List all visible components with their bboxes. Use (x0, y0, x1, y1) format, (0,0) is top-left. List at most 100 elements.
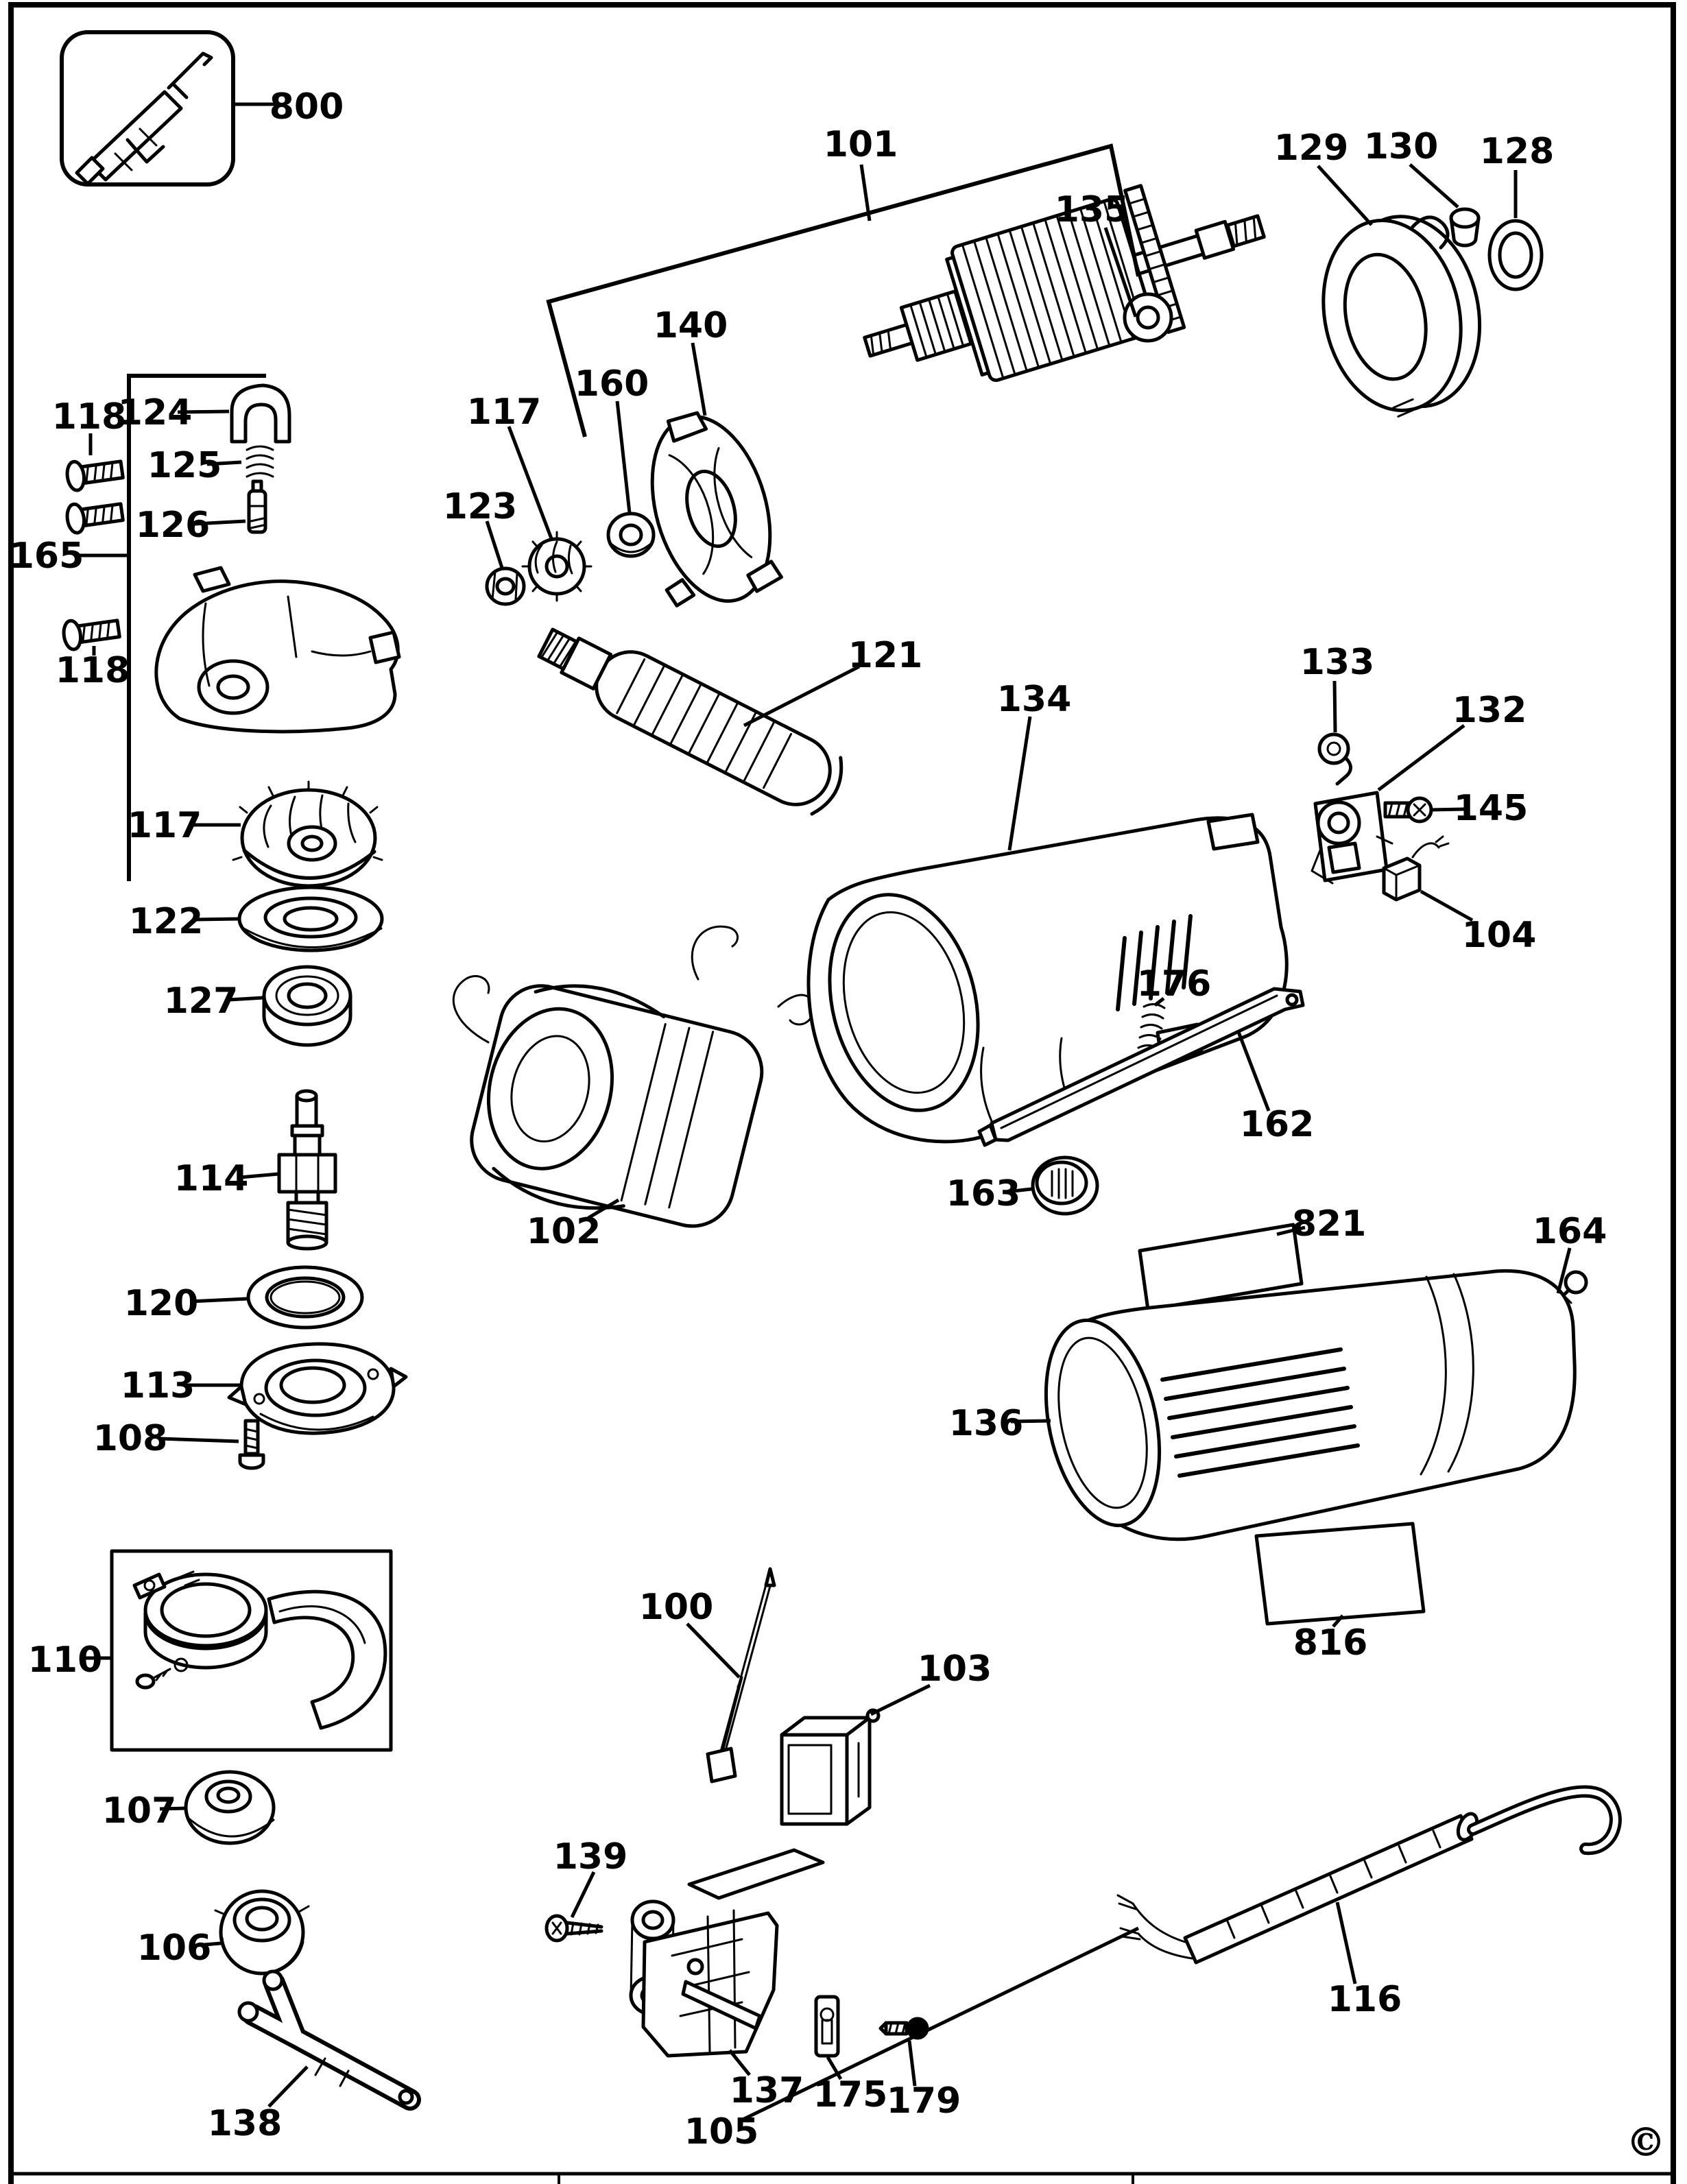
part-ref-816-36: 816 (1293, 1614, 1367, 1664)
part-ref-164-34: 164 (1533, 1211, 1607, 1294)
part-113-bearing-flange (227, 1342, 408, 1435)
part-number-160-13: 160 (575, 363, 649, 405)
leader-line-129-3 (1317, 165, 1373, 226)
part-ref-105-48: 105 (684, 1926, 1140, 2152)
part-132-brush-holder (1311, 791, 1393, 885)
leader-line-107-38 (159, 1806, 187, 1811)
part-ref-139-40: 139 (553, 1836, 627, 1919)
part-116-cord-protector (1183, 1812, 1479, 1965)
part-number-103-43: 103 (918, 1648, 992, 1690)
part-130-cap (1449, 207, 1481, 248)
part-number-132-19: 132 (1452, 690, 1527, 731)
leader-line-123-15 (485, 520, 504, 568)
leader-line-101-1 (859, 164, 872, 221)
part-122-clamp-washer (237, 885, 384, 952)
part-139-screw (545, 1914, 603, 1943)
leader-line-134-17 (1007, 716, 1032, 851)
part-ref-136-35: 136 (949, 1403, 1051, 1444)
part-number-105-48: 105 (684, 2111, 759, 2152)
part-101-armature (863, 184, 1266, 383)
part-ref-132-19: 132 (1377, 690, 1527, 791)
part-number-101-1: 101 (824, 124, 898, 165)
part-ref-113-28: 113 (121, 1365, 240, 1406)
leader-line-130-4 (1409, 163, 1459, 208)
part-number-100-42: 100 (639, 1587, 714, 1628)
part-number-176-30: 176 (1137, 963, 1212, 1005)
part-number-104-21: 104 (1462, 915, 1537, 956)
copyright-mark: © (1626, 2119, 1666, 2165)
part-ref-110-37: 110 (28, 1640, 110, 1681)
part-number-135-2: 135 (1055, 189, 1129, 230)
part-number-122-23: 122 (129, 901, 204, 942)
part-ref-103-43: 103 (870, 1648, 992, 1716)
part-number-128-5: 128 (1480, 131, 1555, 172)
leader-line-104-21 (1420, 889, 1474, 922)
part-ref-124-7: 124 (118, 392, 230, 433)
part-number-165-10: 165 (10, 536, 84, 577)
part-117-pinion-gear (521, 531, 593, 602)
part-105-power-cord (1116, 1785, 1622, 1960)
bracket-lines-layer (127, 143, 1140, 881)
part-ref-127-24: 127 (164, 981, 264, 1022)
leader-line-122-23 (194, 917, 239, 922)
part-ref-118-11: 118 (56, 646, 130, 691)
leader-line-163-32 (1006, 1187, 1032, 1194)
part-number-134-17: 134 (997, 679, 1072, 720)
part-ref-179-46: 179 (887, 2040, 961, 2122)
part-ref-137-44: 137 (728, 2049, 804, 2111)
part-number-118-11: 118 (56, 650, 130, 691)
part-108-screw (238, 1419, 265, 1470)
part-number-102-26: 102 (527, 1211, 601, 1252)
leader-line-176-30 (1153, 997, 1165, 1007)
part-ref-126-9: 126 (136, 505, 246, 546)
part-137-switch-housing (629, 1848, 825, 2058)
part-number-145-20: 145 (1454, 788, 1529, 829)
part-number-108-29: 108 (93, 1418, 168, 1459)
part-165-gear-case-housing (154, 566, 401, 734)
leader-line-137-44 (728, 2049, 751, 2076)
leader-line-105-48 (743, 1926, 1140, 2121)
part-ref-107-38: 107 (102, 1790, 187, 1832)
part-800-lubricant-kit (60, 30, 235, 187)
part-121-side-handle (537, 627, 844, 816)
leader-line-164-34 (1556, 1247, 1572, 1294)
leader-line-126-9 (195, 519, 246, 526)
part-number-133-18: 133 (1300, 642, 1375, 683)
leader-line-106-39 (195, 1941, 222, 1947)
part-number-129-3: 129 (1274, 128, 1349, 169)
part-ref-145-20: 145 (1430, 788, 1529, 829)
part-number-163-32: 163 (946, 1173, 1021, 1214)
part-number-114-25: 114 (174, 1158, 249, 1199)
part-ref-125-8: 125 (147, 445, 242, 486)
part-ref-116-47: 116 (1328, 1901, 1402, 2020)
leader-line-160-13 (615, 400, 632, 514)
part-118-screw-b (65, 502, 125, 535)
part-number-127-24: 127 (164, 981, 239, 1022)
part-ref-129-3: 129 (1274, 128, 1373, 226)
part-118-screw-a (65, 459, 125, 492)
leader-line-132-19 (1377, 724, 1465, 791)
part-ref-128-5: 128 (1480, 131, 1555, 218)
part-ref-130-4: 130 (1364, 126, 1459, 208)
part-175-lock-plate (814, 1995, 840, 2058)
leader-line-821-33 (1276, 1225, 1306, 1236)
part-127-bearing (262, 965, 352, 1047)
part-number-117-22: 117 (128, 805, 202, 846)
part-120-slinger-washer (246, 1265, 364, 1330)
part-104-carbon-brush (1382, 835, 1450, 902)
part-number-126-9: 126 (136, 505, 211, 546)
part-number-138-41: 138 (208, 2103, 283, 2144)
part-ref-101-1: 101 (824, 124, 898, 221)
leader-line-125-8 (206, 460, 242, 466)
part-ref-108-29: 108 (93, 1418, 239, 1459)
leader-line-138-41 (267, 2065, 309, 2108)
leader-line-139-40 (570, 1871, 596, 1919)
leader-line-124-7 (177, 409, 230, 414)
part-135-bearing (1123, 292, 1173, 343)
leader-line-127-24 (228, 996, 264, 1002)
part-number-121-16: 121 (848, 635, 923, 676)
leader-line-121-16 (743, 664, 861, 728)
part-136-housing-cover (1044, 1269, 1577, 1541)
part-number-124-7: 124 (118, 392, 193, 433)
